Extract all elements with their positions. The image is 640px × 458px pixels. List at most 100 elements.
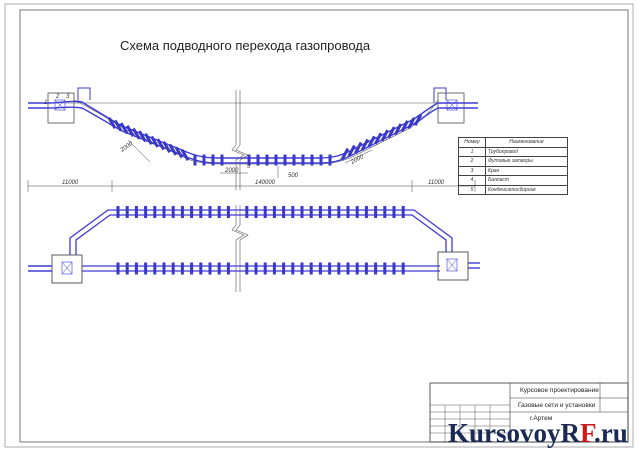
ballast-weight — [119, 122, 129, 135]
ballast-weight — [360, 138, 370, 151]
ballast-weight — [355, 262, 359, 275]
ballast-weight — [346, 262, 350, 275]
break-mark-profile — [231, 90, 249, 190]
spec-name: Кран — [485, 165, 568, 176]
ballast-weight — [168, 143, 178, 156]
title-block-subject: Газовые сети и установки — [518, 402, 596, 409]
ballast-weight — [355, 206, 359, 218]
ballast-weight — [401, 262, 405, 275]
ballast-weight — [354, 141, 363, 154]
ballast-weight — [340, 147, 350, 161]
ballast-weight — [301, 154, 305, 166]
valve-box-left-plan — [51, 254, 83, 284]
ballast-weight — [413, 113, 423, 127]
ballast-weight — [171, 206, 175, 218]
dim-left-length: 11000 — [62, 180, 79, 186]
ballast-weight — [328, 154, 332, 166]
ballast-weight — [156, 138, 165, 151]
ballast-weight — [125, 262, 129, 275]
ballast-weight — [407, 117, 416, 130]
dim-middle-length: 140000 — [255, 180, 276, 186]
ballast-weight — [272, 262, 276, 275]
ballast-weight — [180, 262, 184, 275]
ballast-weight — [374, 262, 378, 275]
spec-header-row: Номер Наименование — [458, 137, 568, 148]
ballast-weight — [138, 130, 147, 143]
ballast-weight — [208, 262, 212, 275]
spec-num: 3 — [458, 165, 486, 176]
ballast-weight — [393, 123, 403, 136]
ballast-weight — [392, 206, 396, 218]
spec-header-num: Номер — [458, 137, 486, 148]
ballast-weight — [291, 206, 295, 218]
dim-right-length: 11000 — [428, 180, 445, 186]
ballast-weight — [116, 262, 120, 275]
spec-num: 4 — [458, 175, 486, 186]
ballast-weight — [226, 206, 230, 218]
ballast-weight — [153, 262, 157, 275]
ballast-weight — [144, 262, 148, 275]
ballast-weight — [318, 262, 322, 275]
ballast-weight — [263, 262, 267, 275]
ballast-weight — [193, 154, 197, 166]
ballast-weight — [401, 206, 405, 218]
ballast-weight — [217, 206, 221, 218]
riverbed-line — [73, 99, 439, 165]
ballast-weight — [283, 154, 287, 166]
ballast-weight — [171, 262, 175, 275]
ballast-weight — [374, 132, 383, 145]
ballast-weight — [190, 262, 194, 275]
spec-num: 5 — [458, 184, 486, 195]
ballast-weight — [383, 262, 387, 275]
ballast-weight — [245, 206, 249, 218]
ballast-weight — [392, 262, 396, 275]
ballast-weight — [150, 135, 159, 148]
title-block — [429, 382, 629, 443]
watermark-accent: F — [580, 418, 595, 448]
ballast-weight — [113, 119, 123, 132]
ballast-weight — [199, 262, 203, 275]
ballast-weight — [318, 206, 322, 218]
ballast-weight — [134, 206, 138, 218]
ballast-weight — [202, 154, 206, 166]
pipeline-profile — [28, 100, 478, 159]
ballast-weight — [310, 154, 314, 166]
dim-slope-left: 2000 — [119, 141, 135, 155]
ballast-weight — [180, 206, 184, 218]
outer-frame — [4, 3, 634, 448]
ballast-weight — [374, 206, 378, 218]
spec-num: 1 — [458, 146, 486, 157]
ballast-weight — [309, 206, 313, 218]
watermark-part1: KursovoyR — [448, 418, 581, 448]
ballast-weight — [282, 262, 286, 275]
ballast-weight — [274, 154, 278, 166]
ballast-weight — [337, 262, 341, 275]
ballast-weight — [162, 206, 166, 218]
ballast-weight — [328, 206, 332, 218]
title-block-course: Курсовое проектирование — [520, 387, 599, 394]
spec-name: Трубопровод — [485, 146, 568, 157]
spec-num: 2 — [458, 156, 486, 167]
mark-5: 5 — [247, 164, 251, 170]
ballast-weights-plan-lower — [116, 262, 405, 275]
ballast-weight — [144, 133, 153, 145]
ballast-weight — [134, 262, 138, 275]
spec-header-name: Наименование — [485, 137, 568, 148]
mark-1: 1 — [44, 100, 47, 106]
ballast-weight — [245, 262, 249, 275]
ballast-weight — [144, 206, 148, 218]
ballast-weight — [153, 206, 157, 218]
ballast-weight — [319, 154, 323, 166]
ballast-weight — [291, 262, 295, 275]
spec-name: Балласт — [485, 175, 568, 186]
ballast-weight — [107, 117, 117, 129]
break-mark-plan — [231, 205, 249, 292]
ballast-weight — [328, 262, 332, 275]
ballast-weight — [364, 262, 368, 275]
